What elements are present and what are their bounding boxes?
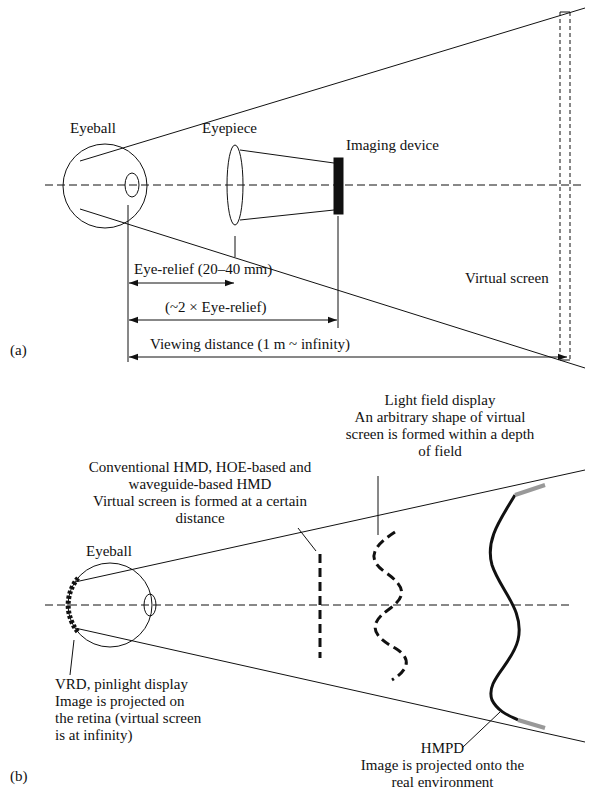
display-type-label: Light field display	[345, 392, 535, 409]
dimension-label: Viewing distance (1 m ~ infinity)	[150, 336, 350, 353]
display-description: Image is projected on the retina (virtua…	[55, 693, 205, 744]
display-description: An arbitrary shape of virtual screen is …	[345, 409, 535, 460]
dimension-label: Eye-relief (20–40 mm)	[134, 261, 272, 278]
part-label: Imaging device	[346, 137, 439, 154]
subfigure-label: (a)	[10, 342, 27, 359]
display-type-label: VRD, pinlight display	[55, 676, 188, 693]
display-type-label: Conventional HMD, HOE-based and waveguid…	[82, 459, 318, 493]
part-label: Eyeball	[86, 543, 132, 560]
part-label: Eyepiece	[202, 120, 257, 137]
part-label: Eyeball	[70, 120, 116, 137]
display-type-label: HMPD	[355, 740, 530, 757]
part-label: Virtual screen	[465, 270, 549, 287]
dimension-label: (~2 × Eye-relief)	[165, 299, 267, 316]
display-description: Image is projected onto the real environ…	[355, 757, 530, 791]
subfigure-label: (b)	[10, 768, 28, 785]
display-description: Virtual screen is formed at a certain di…	[92, 493, 308, 527]
